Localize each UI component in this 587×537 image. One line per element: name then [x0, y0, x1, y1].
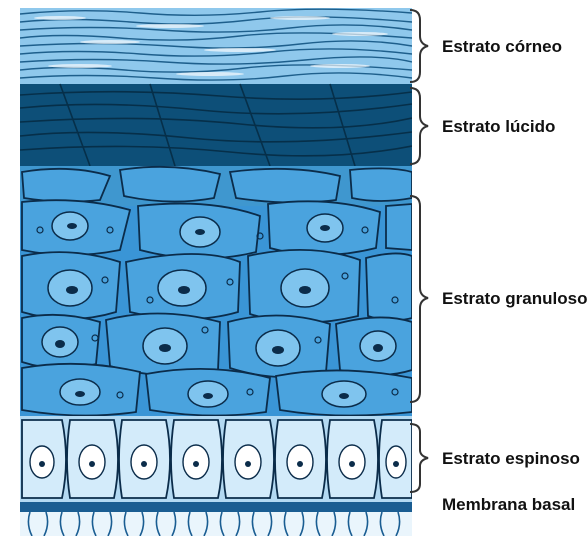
brace-granuloso: [410, 196, 428, 402]
basal-membrane: [20, 502, 412, 536]
brace-lucido: [410, 88, 428, 164]
lucidum-layer: [20, 84, 412, 166]
corneum-layer: [20, 8, 412, 84]
brace-corneo: [410, 10, 428, 82]
label-estrato-lucido: Estrato lúcido: [442, 117, 555, 136]
label-estrato-corneo: Estrato córneo: [442, 37, 562, 56]
brace-espinoso: [410, 424, 428, 492]
granulosum-layer: [20, 166, 412, 416]
label-membrana-basal: Membrana basal: [442, 495, 575, 514]
label-estrato-granuloso: Estrato granuloso: [442, 289, 587, 308]
label-estrato-espinoso: Estrato espinoso: [442, 449, 580, 468]
spinosum-layer: [20, 416, 412, 502]
